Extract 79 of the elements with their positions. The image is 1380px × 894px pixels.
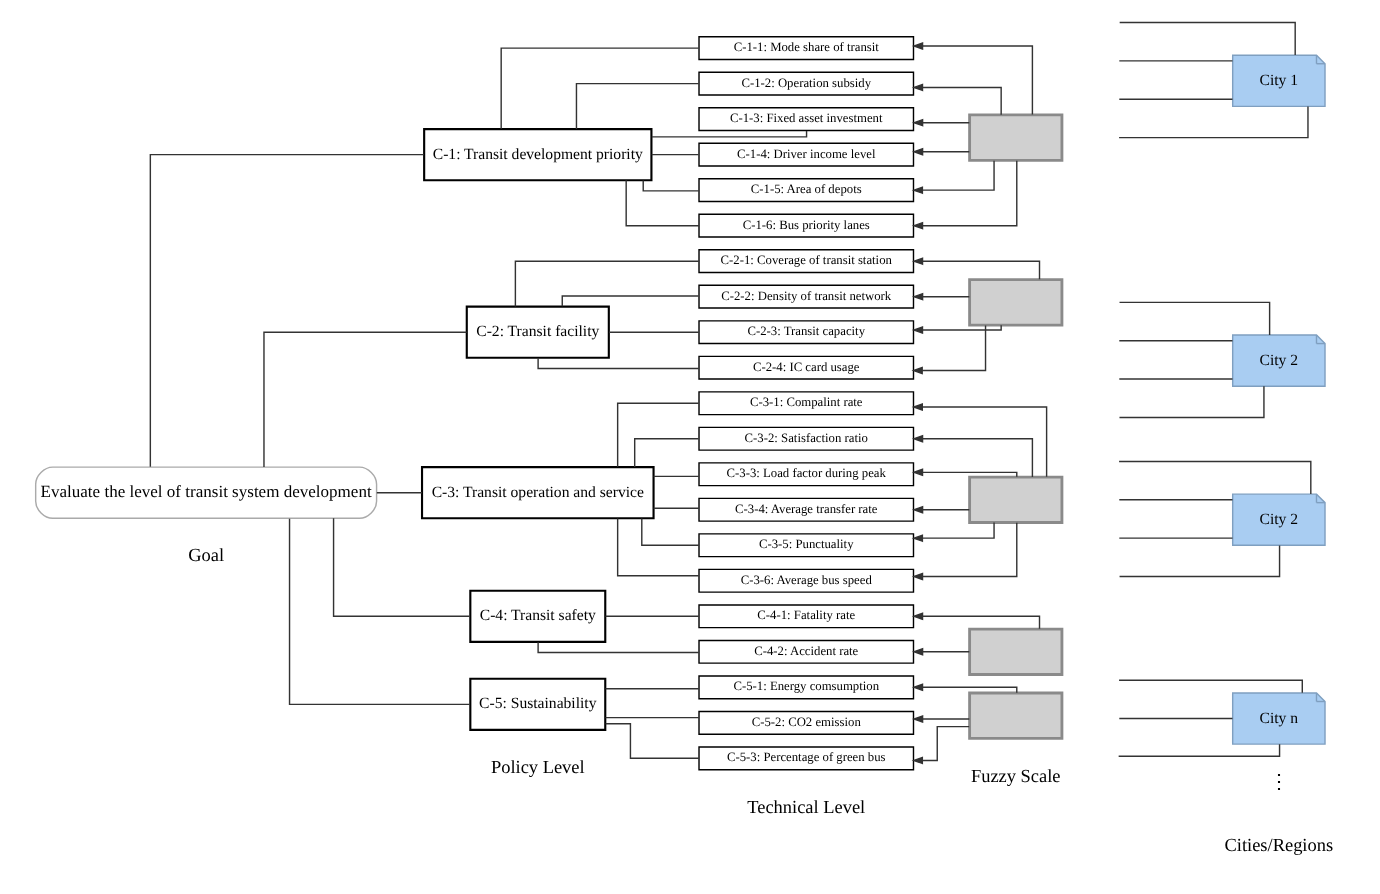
connector [1116,743,1280,757]
arrow [910,42,1033,116]
connector [574,82,699,130]
connector [624,179,699,227]
connector [607,331,699,333]
connector [1117,378,1233,380]
connector [603,723,699,760]
arrow [910,147,969,156]
arrow [910,324,986,375]
connector [615,402,699,468]
arrow [910,324,1001,335]
connector [1117,60,1233,62]
connector [331,517,470,617]
label: Technical Level [746,796,865,817]
connector [560,295,699,307]
connector [499,47,699,130]
connector [1117,499,1233,501]
connector [603,615,699,617]
connector [1117,537,1233,539]
arrow [910,521,994,543]
arrow [910,715,969,723]
connector [262,331,467,468]
connector [536,357,699,370]
node-box [967,691,1063,740]
connector [650,130,807,138]
connector [1117,679,1302,694]
label: Cities/Regions [1223,835,1333,856]
node-box [967,627,1063,676]
connector [148,153,424,468]
arrow [910,434,1033,478]
node-box: C-1: Transit development priority [422,128,652,182]
arrow [910,292,969,301]
connector [1117,544,1280,578]
node-box [967,278,1063,327]
node-box: C-5: Sustainability [468,677,606,731]
arrow [910,612,1040,630]
connector [536,641,699,654]
arrow [910,683,1017,694]
connector [603,716,699,719]
connector [603,688,699,690]
connector [1117,301,1270,336]
connector [1117,98,1233,100]
node-box: C-2: Transit facility [464,305,609,359]
arrow [910,118,969,127]
arrow [910,160,1017,230]
arrow [910,257,1040,281]
node-box [967,475,1063,524]
connector [375,492,422,494]
node-box [967,113,1063,162]
connector [633,438,699,468]
arrow [910,522,1017,581]
connector [1117,460,1311,495]
arrow [910,468,1017,478]
arrow [910,403,1047,478]
connector [1117,105,1308,139]
connector [287,517,470,706]
connector [649,153,699,156]
connector [1117,21,1295,56]
connector [640,517,699,546]
node-box: C-3: Transit operation and service [419,466,654,520]
connector [651,507,699,510]
connector [1117,340,1233,342]
connector [615,517,699,577]
connector [641,179,699,192]
label: Fuzzy Scale [969,765,1060,786]
connector [513,260,699,308]
arrow [910,725,969,765]
arrow [910,83,1001,116]
arrow [910,505,969,514]
connector [651,475,699,478]
label: ⋮ [1267,771,1288,794]
label: Goal [187,545,224,566]
connector [1117,717,1233,720]
node-box: Evaluate the level of transit system development [33,466,377,519]
label: Policy Level [489,757,584,778]
node-box: C-4: Transit safety [468,589,606,643]
connector [1117,385,1264,419]
arrow [910,647,969,656]
arrow [910,160,994,195]
